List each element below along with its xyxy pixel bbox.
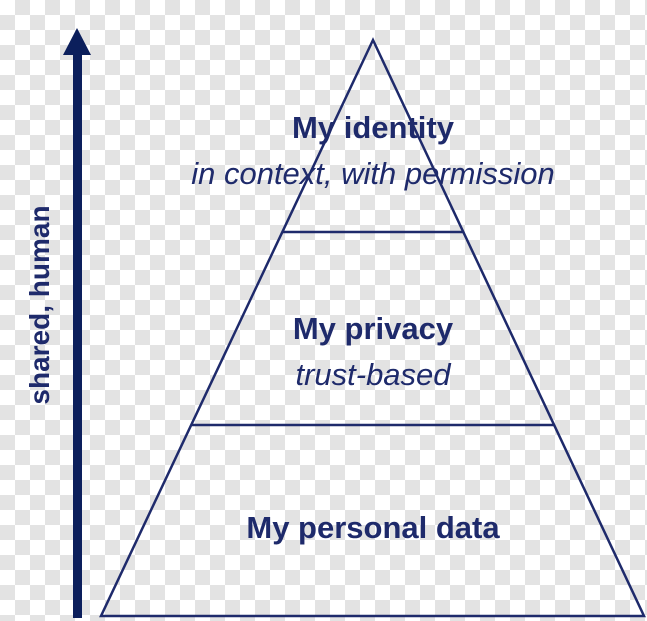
level-privacy-title: My privacy: [292, 311, 454, 346]
level-identity-title: My identity: [292, 110, 454, 145]
level-identity-subtitle: in context, with permission: [191, 156, 555, 191]
level-personal-data-title: My personal data: [246, 510, 500, 545]
pyramid-outline: [99, 37, 646, 618]
up-arrow-icon: [63, 28, 91, 618]
level-privacy-subtitle: trust-based: [295, 357, 451, 392]
